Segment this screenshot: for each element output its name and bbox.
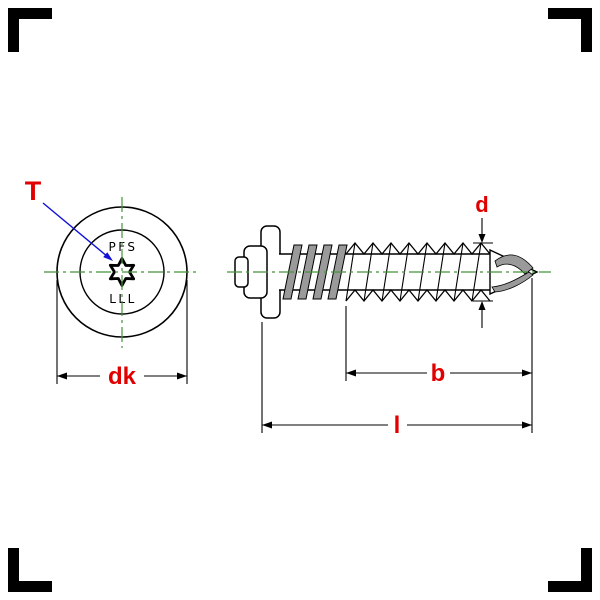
- overall-length-label: l: [394, 412, 401, 439]
- drive-size-label: T: [25, 176, 42, 206]
- dimension-d: d: [473, 192, 493, 328]
- leader-line: [42, 202, 107, 256]
- corner-crop-mark-bottom-left: [8, 548, 52, 592]
- dimension-b: b: [345, 278, 533, 433]
- arrowhead-down: [478, 234, 486, 243]
- corner-crop-mark-top-right: [548, 8, 592, 52]
- arrowhead-left: [346, 369, 356, 377]
- thread-forming-band: [312, 244, 333, 300]
- head-marking-top: PFS: [108, 240, 137, 254]
- dimension-l: l: [261, 322, 532, 439]
- corner-crop-mark-bottom-right: [548, 548, 592, 592]
- arrowhead-right: [522, 421, 532, 429]
- thread-length-label: b: [431, 360, 446, 387]
- torx-leader: T: [25, 176, 113, 261]
- arrowhead-left: [57, 372, 67, 380]
- centerlines: [44, 197, 551, 348]
- thread-crest-top: [345, 241, 491, 256]
- arrowhead-up: [478, 301, 486, 310]
- dimension-dk: dk: [56, 280, 188, 390]
- crop-marks: [8, 8, 592, 592]
- head-diameter-label: dk: [108, 363, 137, 390]
- leader-arrowhead: [103, 252, 113, 261]
- tip-flute-lower: [491, 271, 534, 293]
- arrowhead-right: [177, 372, 187, 380]
- thread-diameter-label: d: [475, 192, 488, 217]
- head-marking-bottom: LLL: [109, 292, 137, 306]
- arrowhead-left: [262, 421, 272, 429]
- corner-crop-mark-top-left: [8, 8, 52, 52]
- arrowhead-right: [522, 369, 532, 377]
